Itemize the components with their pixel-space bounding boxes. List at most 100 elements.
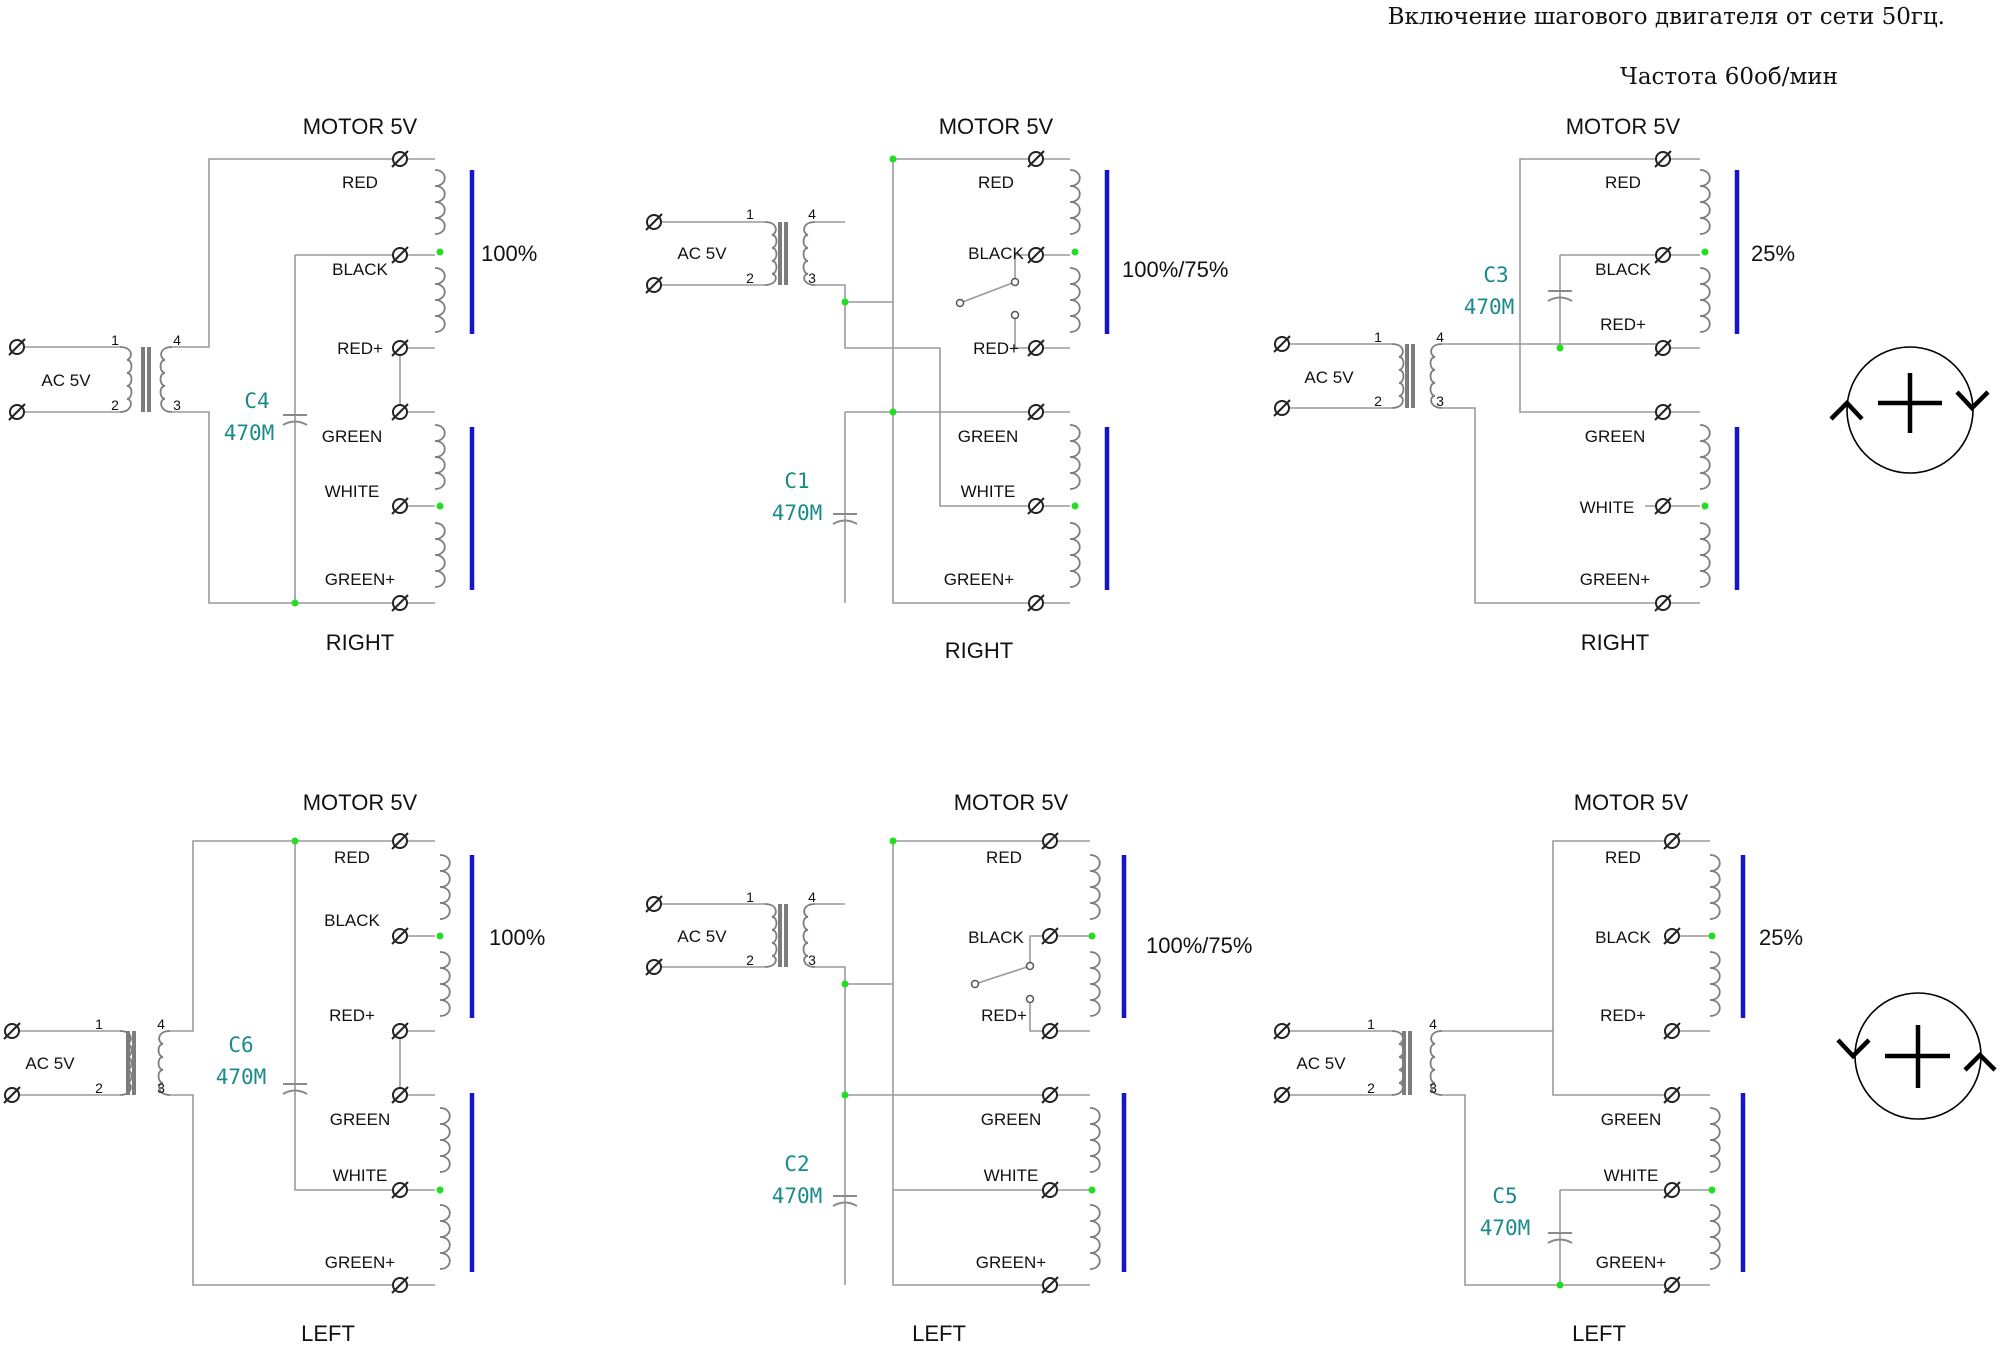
percent-label: 100% [489,925,545,950]
pin-4-label: 4 [808,206,816,222]
terminal-icon [391,927,409,945]
pin-3-label: 3 [1436,393,1444,409]
terminal-icon [1654,150,1672,168]
terminal-icon [391,246,409,264]
pin-3-label: 3 [173,397,181,413]
circuit-5-labels: MOTOR 5V LEFT 100%/75% C2 470M AC 5V RED… [677,790,1252,1346]
wire-label-red-plus: RED+ [973,339,1019,358]
motor-label: MOTOR 5V [939,114,1054,139]
terminal-icon [391,339,409,357]
source-label: AC 5V [677,244,727,263]
terminal-icon [1663,927,1681,945]
capacitor-icon [282,1083,308,1095]
transformer-icon [119,346,173,413]
pin-3-label: 3 [808,952,816,968]
wire-label-green: GREEN [322,427,382,446]
wire-label-red-plus: RED+ [981,1006,1027,1025]
wire-label-red: RED [1605,173,1641,192]
pin-3-label: 3 [1429,1080,1437,1096]
terminal-icon [1654,403,1672,421]
capacitor-value: 470M [772,1184,823,1208]
terminal-icon [1663,832,1681,850]
capacitor-value: 470M [224,421,275,445]
capacitor-icon [1547,1232,1573,1244]
transformer-icon [764,221,816,286]
wire-label-black: BLACK [324,911,380,930]
capacitor-icon [832,513,858,525]
wire-label-green: GREEN [981,1110,1041,1129]
terminal-icon [1027,339,1045,357]
wire-label-red: RED [986,848,1022,867]
motor-coil-icon [439,854,451,1270]
terminal-icon [1041,1181,1059,1199]
wire-label-red: RED [1605,848,1641,867]
wire-label-red-plus: RED+ [337,339,383,358]
circuit-left-100 [12,837,475,1286]
wire-label-green-plus: GREEN+ [1580,570,1650,589]
wire-label-white: WHITE [325,482,380,501]
motor-coil-icon [1089,854,1101,1270]
switch-icon [970,961,1035,1004]
motor-coil-icon [1069,169,1081,588]
terminal-icon [1663,1086,1681,1104]
terminal-icon [1041,927,1059,945]
transformer-icon [119,1030,171,1096]
pin-4-label: 4 [173,332,181,348]
pin-2-label: 2 [1374,393,1382,409]
side-label: RIGHT [1581,630,1649,655]
terminal-icon [645,895,663,913]
terminal-icon [1273,1086,1291,1104]
terminal-icon [1663,1181,1681,1199]
source-label: AC 5V [1296,1054,1346,1073]
capacitor-value: 470M [1464,295,1515,319]
pin-1-label: 1 [1367,1016,1375,1032]
wire-label-green: GREEN [330,1110,390,1129]
wire-label-black: BLACK [332,260,388,279]
wire-label-red: RED [978,173,1014,192]
percent-label: 25% [1759,925,1803,950]
source-label: AC 5V [25,1054,75,1073]
side-label: LEFT [912,1321,966,1346]
circuit-3-labels: MOTOR 5V RIGHT 25% C3 470M AC 5V RED BLA… [1304,114,1795,655]
wire-label-white: WHITE [1604,1166,1659,1185]
terminal-icon [391,1181,409,1199]
rotation-counterclockwise-icon [1836,992,1997,1120]
circuit-right-25 [1282,158,1740,604]
wire-label-green-plus: GREEN+ [325,1253,395,1272]
terminal-icon [1273,335,1291,353]
terminal-icon [645,213,663,231]
capacitor-name: C1 [784,469,809,493]
wire-label-red: RED [342,173,378,192]
wire-label-green-plus: GREEN+ [325,570,395,589]
wire-label-white: WHITE [984,1166,1039,1185]
wire-label-white: WHITE [1580,498,1635,517]
terminal-icon [3,1022,21,1040]
capacitor-value: 470M [216,1065,267,1089]
percent-label: 100% [481,241,537,266]
terminals [3,150,1681,1294]
pin-1-label: 1 [95,1016,103,1032]
pin-4-label: 4 [1436,329,1444,345]
terminal-icon [1027,594,1045,612]
transformer-icon [764,903,816,968]
circuit-left-25 [1282,840,1746,1289]
circuit-2-labels: MOTOR 5V RIGHT 100%/75% C1 470M AC 5V RE… [677,114,1228,663]
terminal-icon [391,403,409,421]
terminal-icon [391,497,409,515]
transformer-icon [1391,343,1443,409]
motor-coil-icon [434,169,446,588]
diagram-title: Включение шагового двигателя от сети 50г… [1388,4,1945,30]
terminal-icon [1041,1022,1059,1040]
capacitor-value: 470M [772,501,823,525]
motor-label: MOTOR 5V [303,790,418,815]
terminal-icon [1663,1022,1681,1040]
terminal-icon [391,594,409,612]
wire-label-red-plus: RED+ [1600,1006,1646,1025]
terminal-icon [8,338,26,356]
terminal-icon [1041,1086,1059,1104]
wire-label-black: BLACK [1595,260,1651,279]
side-label: RIGHT [945,638,1013,663]
terminal-icon [1654,339,1672,357]
diagram-subtitle: Частота 60об/мин [1620,64,1838,90]
circuit-left-100-75 [654,837,1127,1286]
